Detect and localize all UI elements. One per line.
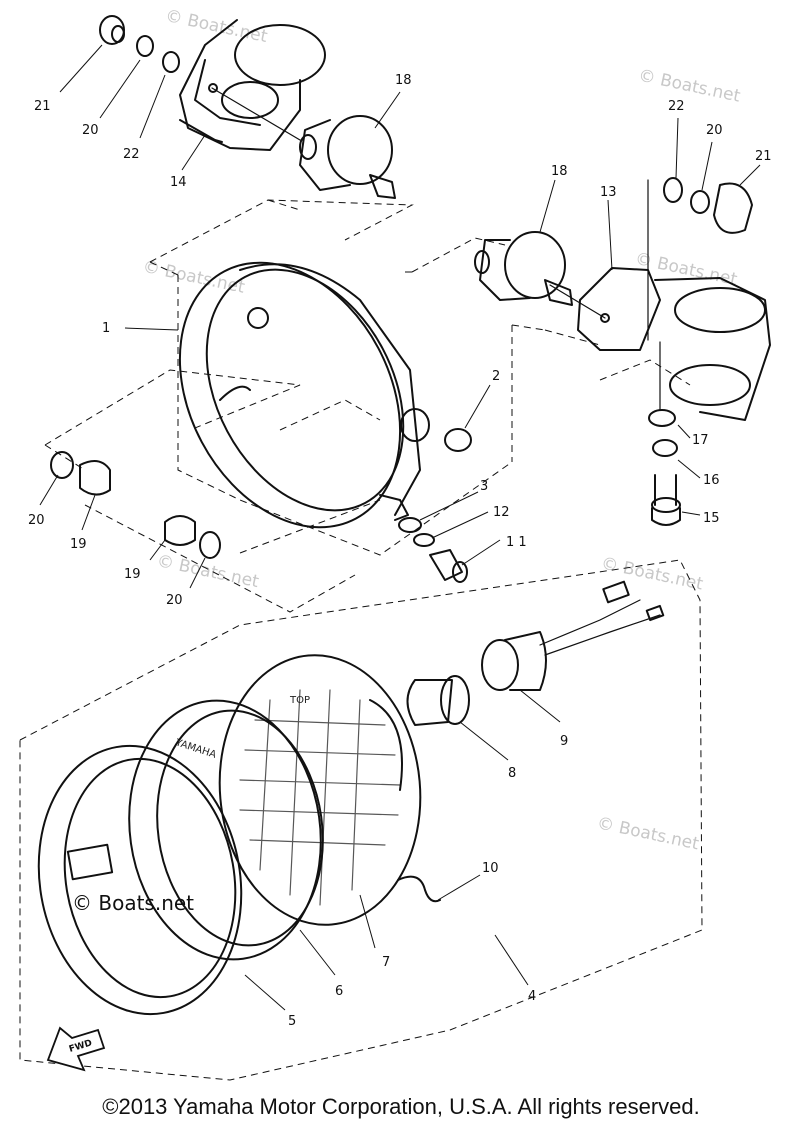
watermarks: © Boats.net © Boats.net © Boats.net © Bo… [141, 6, 742, 855]
callout-17: 17 [692, 433, 709, 448]
bracket-right [549, 179, 771, 421]
hardware-top-left [99, 15, 301, 141]
callout-21: 21 [755, 149, 772, 164]
callout-19: 19 [70, 537, 87, 552]
fwd-arrow-icon: FWD [46, 1026, 106, 1072]
callout-11: 1 1 [506, 535, 527, 550]
callout-18: 18 [395, 73, 412, 88]
hardware-left-stack [50, 451, 221, 559]
callout-8: 8 [508, 766, 516, 781]
bulb [406, 675, 470, 726]
sealed-beam-unit: TOP [218, 654, 422, 926]
watermark: © Boats.net [599, 553, 705, 594]
callout-6: 6 [335, 984, 343, 999]
callout-20: 20 [82, 123, 99, 138]
callout-3: 3 [480, 479, 488, 494]
callout-12: 12 [493, 505, 510, 520]
callout-7: 7 [382, 955, 390, 970]
watermark: © Boats.net [72, 891, 194, 915]
callout-20: 20 [28, 513, 45, 528]
lens-top-marking: TOP [289, 695, 310, 706]
callout-4: 4 [528, 989, 536, 1004]
callout-18: 18 [551, 164, 568, 179]
callout-10: 10 [482, 861, 499, 876]
callout-15: 15 [703, 511, 720, 526]
adjusting-spring [397, 875, 441, 903]
watermark: © Boats.net [636, 66, 742, 107]
callout-labels: 21 20 22 14 18 18 13 22 20 21 1 2 17 16 … [28, 73, 772, 1029]
callout-21: 21 [34, 99, 51, 114]
rubber-mount-right [474, 231, 573, 306]
callout-1: 1 [102, 321, 110, 336]
callout-19: 19 [124, 567, 141, 582]
callout-22: 22 [123, 147, 140, 162]
lens-brand-marking: YAMAHA [173, 737, 217, 761]
callout-22: 22 [668, 99, 685, 114]
callout-13: 13 [600, 185, 617, 200]
watermark: © Boats.net [163, 6, 269, 47]
collar [444, 428, 472, 452]
assembly-outlines [19, 199, 703, 1081]
screw-set [398, 517, 468, 583]
leader-lines [39, 44, 761, 1011]
hardware-right-stack [648, 409, 681, 526]
outer-rim [37, 744, 243, 1016]
watermark: © Boats.net [633, 249, 739, 290]
hardware-top-right [663, 177, 753, 234]
callout-9: 9 [560, 734, 568, 749]
headlight-body [178, 261, 430, 529]
watermark: © Boats.net [595, 813, 701, 854]
callout-5: 5 [288, 1014, 296, 1029]
socket-wiring [481, 580, 665, 691]
copyright-footer: ©2013 Yamaha Motor Corporation, U.S.A. A… [102, 1094, 700, 1119]
rubber-mount-upper [299, 115, 396, 199]
watermark: © Boats.net [141, 257, 247, 298]
callout-16: 16 [703, 473, 720, 488]
callout-14: 14 [170, 175, 187, 190]
callout-20: 20 [706, 123, 723, 138]
callout-20: 20 [166, 593, 183, 608]
callout-2: 2 [492, 369, 500, 384]
bracket-left [179, 19, 326, 151]
